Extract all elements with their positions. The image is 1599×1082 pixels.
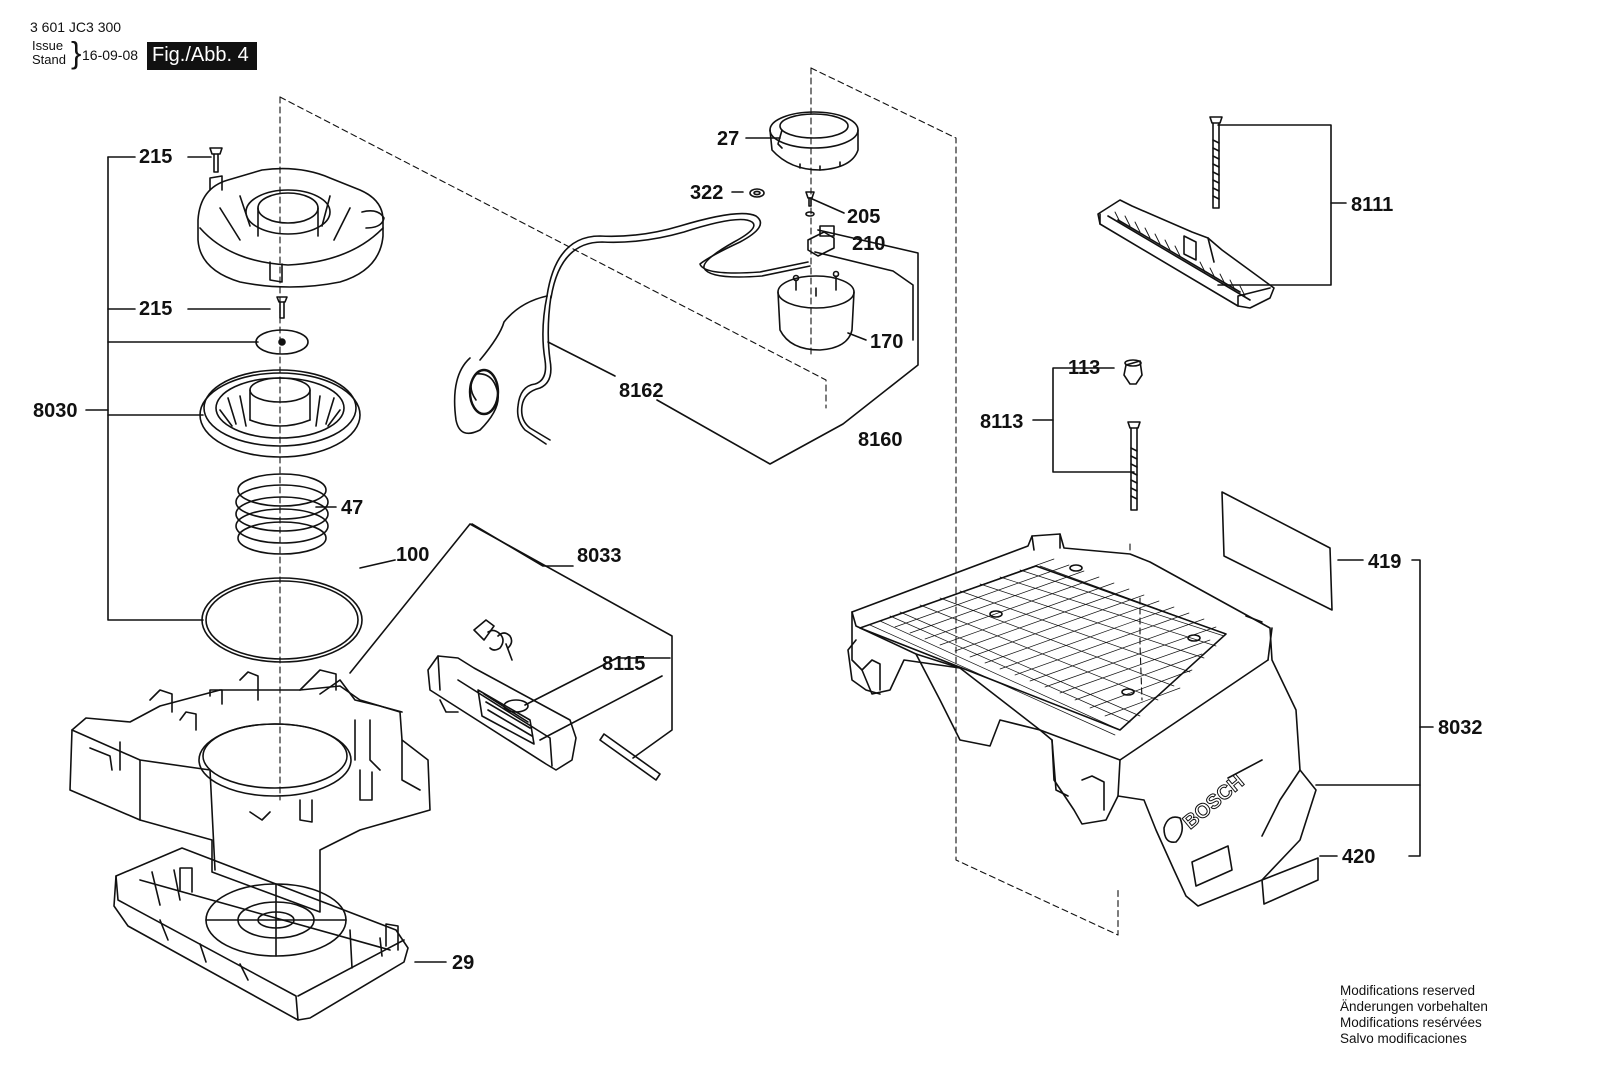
label-170: 170 xyxy=(870,331,903,353)
label-210: 210 xyxy=(852,233,885,255)
issue-date: 16-09-08 xyxy=(82,47,139,63)
o-ring-100 xyxy=(201,577,363,663)
screw-215-top xyxy=(209,147,223,173)
note-line-de: Änderungen vorbehalten xyxy=(1340,999,1488,1014)
label-8030: 8030 xyxy=(33,400,78,422)
modifications-note: Modifications reserved Änderungen vorbeh… xyxy=(1340,983,1488,1047)
label-8160: 8160 xyxy=(858,429,903,451)
cable-8162 xyxy=(453,212,811,445)
capacitor-170 xyxy=(777,270,855,351)
issue-stand-label: Issue Stand xyxy=(32,39,66,67)
label-215-lower: 215 xyxy=(139,298,172,320)
label-plate-420 xyxy=(1261,857,1319,905)
part-number: 3 601 JC3 300 xyxy=(30,19,122,35)
label-113: 113 xyxy=(1068,357,1100,379)
label-205: 205 xyxy=(847,206,880,228)
assembly-guide-lines xyxy=(279,67,1143,936)
note-line-fr: Modifications resérvées xyxy=(1340,1015,1482,1030)
part-labels: 215 215 8030 47 100 8033 8115 29 27 322 … xyxy=(33,128,1483,974)
lower-housing xyxy=(69,669,431,913)
label-47: 47 xyxy=(341,497,363,519)
label-419: 419 xyxy=(1368,551,1401,573)
leader-lines-center xyxy=(547,137,919,465)
connector-210 xyxy=(805,191,835,257)
housing-holes xyxy=(989,564,1201,696)
switch-8115 xyxy=(427,619,661,781)
handle-8111 xyxy=(1097,199,1275,309)
spring-47 xyxy=(235,473,329,555)
leader-lines-left xyxy=(85,156,673,963)
label-322: 322 xyxy=(690,182,723,204)
handle-grid xyxy=(1114,211,1246,297)
nut-322 xyxy=(749,188,765,198)
fan-wheel xyxy=(199,369,361,458)
long-screw-8111 xyxy=(1209,116,1223,209)
label-8162: 8162 xyxy=(619,380,664,402)
label-8033: 8033 xyxy=(577,545,622,567)
stand-label: Stand xyxy=(32,52,66,67)
label-27: 27 xyxy=(717,128,739,150)
screw-215-lower xyxy=(276,296,288,319)
plug-113 xyxy=(1123,359,1143,385)
label-8113: 8113 xyxy=(980,411,1023,433)
figure-badge: Fig./Abb. 4 xyxy=(147,42,257,70)
leader-lines-right xyxy=(1032,124,1434,857)
screw-8113 xyxy=(1127,421,1141,511)
label-8032: 8032 xyxy=(1438,717,1483,739)
upper-fan-housing xyxy=(197,167,385,288)
label-8115: 8115 xyxy=(602,653,645,675)
label-215-top: 215 xyxy=(139,146,172,168)
label-8111: 8111 xyxy=(1351,194,1393,216)
note-line-es: Salvo modificaciones xyxy=(1340,1031,1467,1046)
base-plate-29 xyxy=(113,847,409,1021)
note-line-en: Modifications reserved xyxy=(1340,983,1476,998)
brand-text: BOSCH xyxy=(1179,771,1248,834)
washer-disc xyxy=(255,329,309,355)
issue-label: Issue xyxy=(32,38,64,53)
housing-grid xyxy=(869,558,1227,736)
label-29: 29 xyxy=(452,952,474,974)
label-100: 100 xyxy=(396,544,429,566)
label-420: 420 xyxy=(1342,846,1375,868)
cap-27 xyxy=(769,111,859,171)
brace-glyph: } xyxy=(71,35,82,70)
label-plate-419 xyxy=(1221,491,1333,611)
